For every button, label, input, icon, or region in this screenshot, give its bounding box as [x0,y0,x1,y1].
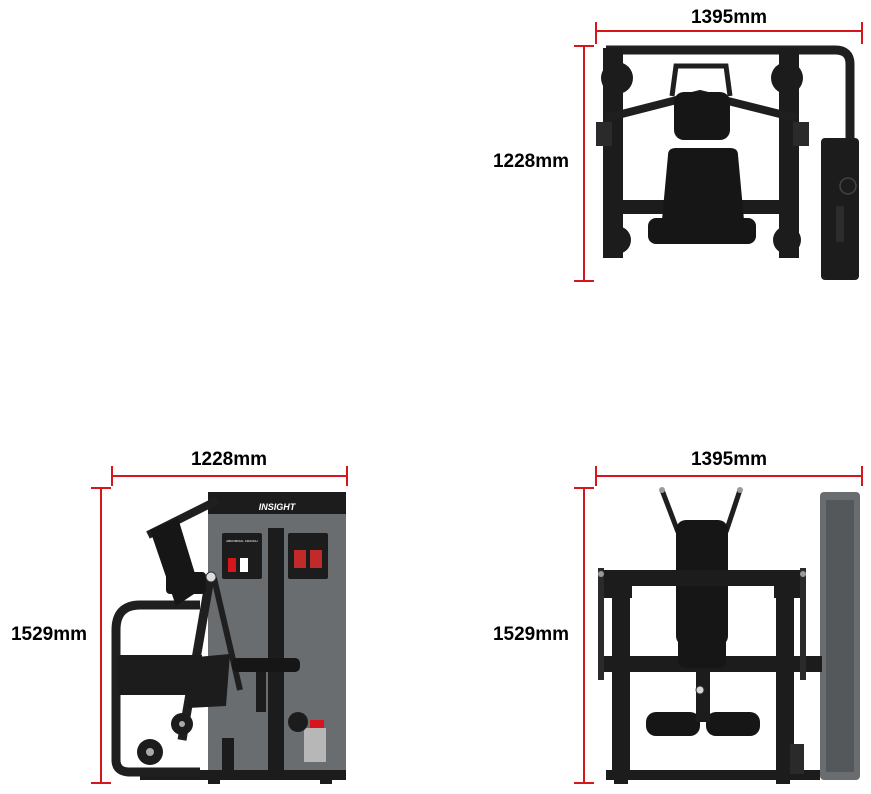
top-view: 1395mm 1228mm [493,7,863,282]
side-view-brand-logo: INSIGHT [259,502,297,512]
top-view-depth-label: 1228mm [493,151,569,172]
front-view-width-label: 1395mm [691,449,767,470]
side-view-height-dimension: 1529mm [11,487,111,784]
side-view-depth-dimension: 1228mm [111,449,348,486]
top-view-depth-dimension: 1228mm [493,45,594,282]
side-view-height-label: 1529mm [11,624,87,645]
side-view-depth-label: 1228mm [191,449,267,470]
front-view: 1395mm 1529mm [493,449,863,784]
side-view: 1228mm 1529mm INSIGHT ABDOMINAL CRUNCH [11,449,348,784]
placard-exercise-title: ABDOMINAL CRUNCH [226,539,257,543]
top-view-machine [596,45,859,280]
front-view-height-label: 1529mm [493,624,569,645]
side-view-machine: INSIGHT ABDOMINAL CRUNCH [111,492,346,784]
top-view-width-dimension: 1395mm [595,7,863,44]
top-view-width-label: 1395mm [691,7,767,28]
front-view-width-dimension: 1395mm [595,449,863,486]
front-view-machine [598,487,860,784]
front-view-height-dimension: 1529mm [493,487,594,784]
